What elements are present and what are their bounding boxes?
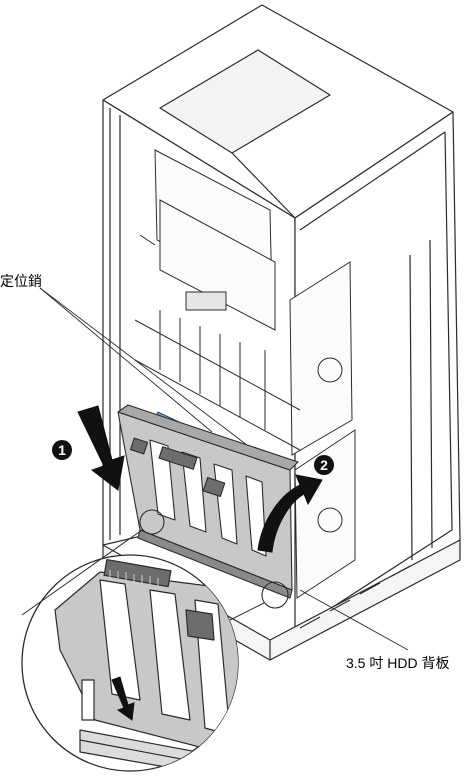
detail-callout-circles [139,509,289,609]
pin-leader-lines [39,287,281,471]
zoom-connectors [21,529,265,621]
backplate-label: 3.5 吋 HDD 背板 [346,655,449,671]
hdd-backplate [117,404,299,599]
drive-cage [134,149,356,599]
callout-circle-left [139,509,165,535]
step-2-number: 2 [320,457,328,473]
step1-arrow [77,405,125,491]
step-2-marker: 2 [314,455,334,475]
backplate-leader-line [299,589,409,651]
step-1-number: 1 [58,442,66,458]
base-vents [299,565,411,629]
alignment-pins-label: 定位銷 [0,273,42,289]
step-1-marker: 1 [52,440,72,460]
zoom-detail [21,554,239,772]
callout-circle-right [261,581,289,609]
zoom-down-arrow [111,676,135,721]
step2-arrow [257,474,323,553]
